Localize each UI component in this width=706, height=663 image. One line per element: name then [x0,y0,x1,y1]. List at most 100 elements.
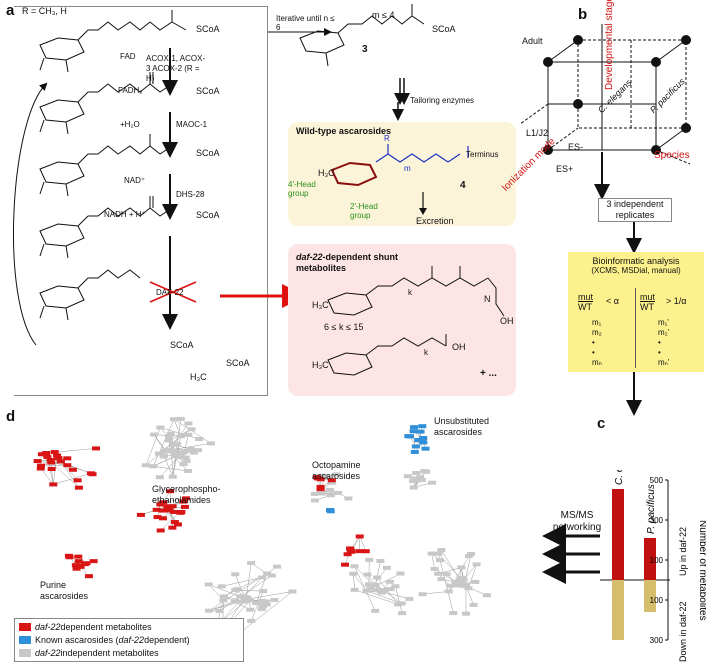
network-edge [152,419,175,467]
network-node-190 [391,584,400,589]
network-node-5 [49,482,58,487]
network-node-141 [325,487,334,492]
network-node-224 [460,583,469,588]
network-edge [441,549,461,581]
network-edge [422,591,449,595]
network-node-246 [343,552,352,557]
network-node-95 [74,559,83,564]
network-node-9 [37,452,46,457]
shunt-box: daf-22-dependent shunt metabolites H₃C H… [288,244,516,396]
network-node-172 [421,446,430,451]
panel-label-c: c [597,415,606,432]
label-glycero: Glycerophospho- ethanolamides [152,484,221,505]
adult-label: Adult [522,36,543,46]
network-node-205 [350,564,359,569]
network-node-153 [316,484,325,489]
network-node-50 [177,451,186,456]
network-node-70 [170,520,179,525]
network-node-245 [346,546,355,551]
network-node-215 [462,611,471,616]
network-node-71 [165,508,174,513]
water-label: +H₂O [120,120,140,129]
sugar-ring-5 [39,269,141,321]
network-node-168 [411,444,420,449]
network-edge [219,575,272,612]
network-node-230 [427,551,436,556]
es-minus-label: ES- [568,142,584,152]
network-node-217 [434,551,443,556]
network-node-53 [155,475,164,480]
panel-label-b: b [578,6,588,23]
network-node-23 [154,451,163,456]
network-node-114 [217,584,226,589]
legend-0-italic: daf-22 [35,622,61,632]
network-node-130 [240,594,249,599]
network-edge [352,573,367,591]
network-node-92 [72,566,81,571]
wt-r: R [384,134,390,143]
bar-down-1 [644,580,656,612]
tick-label-1: 300 [650,516,664,525]
legend-swatch-red [19,623,31,631]
network-edge [354,566,382,593]
network-node-244 [341,562,350,567]
network-node-237 [464,586,473,591]
network-node-181 [417,477,426,482]
network-node-67 [136,512,145,517]
network-node-26 [170,417,179,422]
k-sub-1: k [408,288,412,297]
network-node-74 [173,522,182,527]
panel-label-a: a [6,2,15,19]
network-node-225 [437,577,446,582]
network-node-89 [76,564,85,569]
network-edge [221,577,263,587]
network-node-43 [156,425,165,430]
molecular-network [33,416,491,639]
network-node-144 [344,496,353,501]
network-node-182 [409,479,418,484]
network-node-124 [267,573,276,578]
network-node-54 [170,452,179,457]
network-node-155 [316,477,325,482]
network-node-65 [182,496,191,501]
cube-nodes [543,35,691,155]
network-node-75 [168,525,177,530]
network-node-216 [444,589,453,594]
network-node-73 [177,510,186,515]
legend-1-text2: dependent) [144,635,190,645]
acox-label: ACOX-1, ACOX-3 ACOX-2 (R = H) [146,54,206,83]
legend-2-text: independent metabolites [60,648,159,658]
m-left-4: mₙ [592,358,602,367]
network-node-146 [326,493,335,498]
daf22-cross-2 [149,281,197,303]
network-node-32 [141,463,150,468]
shunt-title-italic: daf-22 [296,252,323,262]
network-node-56 [181,455,190,460]
network-edge [208,601,235,611]
network-node-154 [312,475,321,480]
design-cube [519,24,691,165]
acetyl-scoa: SCoA [226,358,250,368]
network-node-226 [466,551,475,556]
network-node-201 [373,575,382,580]
network-node-183 [362,588,371,593]
network-node-40 [176,416,185,421]
network-node-238 [435,558,444,563]
wt-m-sub: m [404,164,411,173]
network-node-97 [220,594,229,599]
panel-label-d: d [6,408,16,425]
network-node-58 [165,448,174,453]
network-edge [375,560,381,585]
network-node-234 [442,572,451,577]
scoa-4: SCoA [196,210,220,220]
network-node-94 [65,555,74,560]
network-node-233 [471,579,480,584]
k-sub-2: k [424,348,428,357]
network-node-178 [422,469,431,474]
dhs28-label: DHS-28 [176,190,205,199]
network-node-198 [385,579,394,584]
network-node-83 [153,515,162,520]
network-edge [51,462,80,488]
